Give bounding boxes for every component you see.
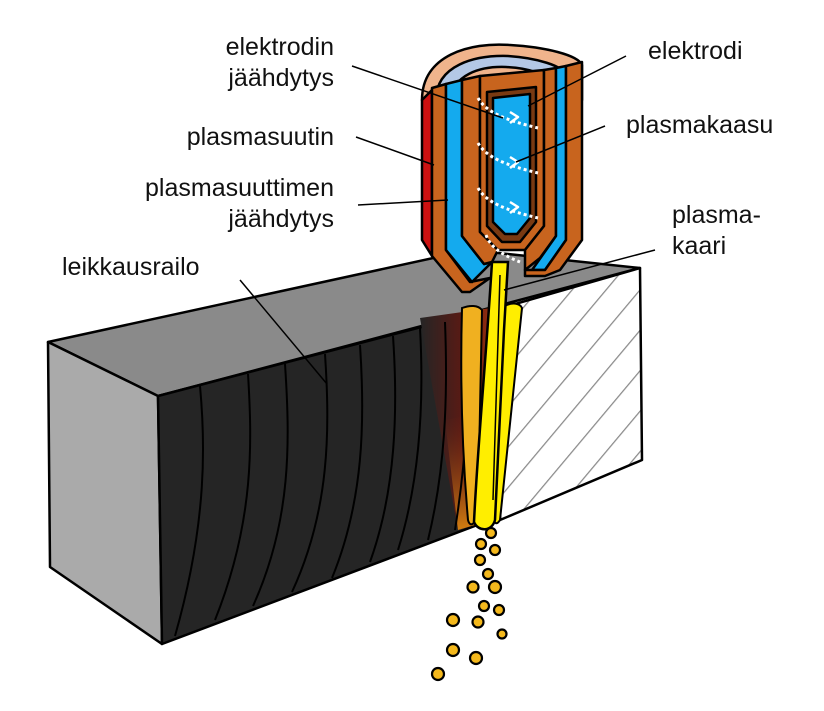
molten-droplets — [430, 526, 508, 682]
plasma-torch — [420, 43, 584, 294]
label-line: jäähdytys — [228, 205, 334, 233]
label-line: plasma- — [672, 201, 761, 229]
leader-plasmasuuttimen-jaahdytys — [357, 199, 449, 206]
label-plasmakaari: plasma- kaari — [672, 200, 761, 262]
label-plasmasuuttimen-jaahdytys: plasmasuuttimen jäähdytys — [145, 173, 334, 235]
workpiece-block — [46, 248, 644, 646]
leader-elektrodi — [527, 55, 627, 107]
label-plasmasuutin: plasmasuutin — [186, 123, 334, 151]
plasma-arc — [460, 260, 524, 531]
leader-plasmakaasu — [515, 125, 606, 163]
label-line: elektrodin — [225, 33, 334, 61]
label-line: jäähdytys — [228, 64, 334, 92]
label-plasmakaasu: plasmakaasu — [626, 111, 774, 139]
gas-swirl-icon — [476, 97, 539, 264]
label-line: kaari — [672, 232, 727, 260]
leader-leikkausrailo — [239, 279, 328, 385]
label-elektrodi: elektrodi — [648, 37, 743, 65]
leader-plasmasuutin — [355, 136, 435, 166]
label-elektrodin-jaahdytys: elektrodin jäähdytys — [226, 32, 334, 94]
label-leikkausrailo: leikkausrailo — [62, 253, 200, 281]
leader-lines — [239, 55, 656, 385]
leader-elektrodin-jaahdytys — [351, 65, 504, 119]
leader-plasmakaari — [503, 249, 656, 291]
label-line: plasmasuuttimen — [145, 174, 334, 202]
